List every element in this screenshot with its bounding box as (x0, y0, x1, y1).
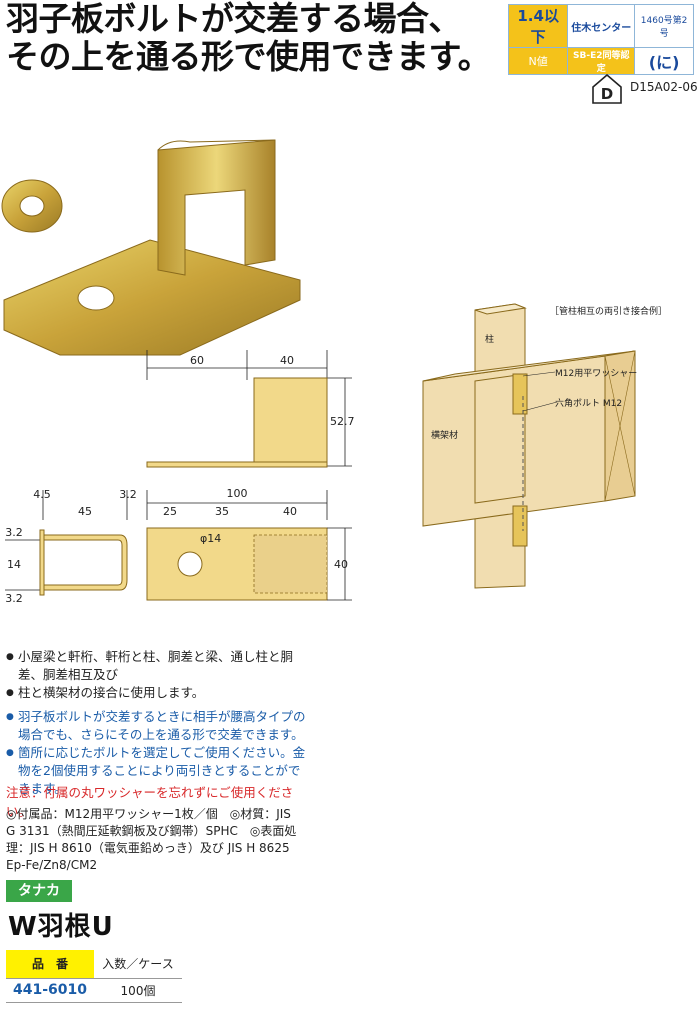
d-mark-letter: D (601, 85, 613, 103)
side-view (39, 529, 128, 596)
brand-badge: タナカ (6, 880, 72, 902)
dim-45: 45 (78, 505, 92, 518)
d-mark-icon: D (592, 74, 622, 104)
dim-52-7: 52.7 (330, 415, 355, 428)
top-view (146, 377, 328, 468)
order-code: 441-6010 (6, 978, 94, 1003)
n-value: 1.4以下 (507, 4, 569, 48)
headline-line-2: その上を通る形で使用できます。 (6, 37, 491, 76)
product-code-mark: D15A02-06 (630, 80, 698, 94)
product-photo (1, 139, 301, 356)
construction-caption: ［管柱相互の両引き接合例］ (550, 305, 667, 317)
beam-label: 横架材 (431, 429, 458, 441)
dim-35: 35 (215, 505, 229, 518)
construction-diagram: ［管柱相互の両引き接合例］ 柱 横架材 M12用平ワッシャー 六角ボルト M12 (422, 303, 667, 589)
cert-org: 住木センター (567, 4, 636, 48)
dim-100: 100 (227, 487, 248, 500)
cert-grade: (に) (634, 47, 694, 75)
dim-3-2-b: 3.2 (5, 526, 23, 539)
dim-4-5: 4.5 (33, 488, 51, 501)
headline-line-1: 羽子板ボルトが交差する場合、 (6, 0, 462, 38)
feature-item: 箇所に応じたボルトを選定してご使用ください。金物を2個使用することにより両引きと… (6, 744, 306, 798)
bracket-image (3, 139, 301, 356)
dim-phi-14: φ14 (200, 532, 221, 545)
dimension-drawing: 60 40 52.7 4.5 45 3.2 3.2 14 3.2 100 25 … (5, 350, 355, 605)
order-header-code: 品 番 (6, 950, 94, 979)
plan-view (146, 527, 328, 601)
usage-list: 小屋梁と軒桁、軒桁と柱、胴差と梁、通し柱と胴差、胴差相互及び 柱と横架材の接合に… (6, 648, 306, 702)
order-table: 品 番 入数／ケース 441-6010 100個 (6, 950, 182, 1003)
bracket-top (512, 373, 528, 415)
feature-item: 羽子板ボルトが交差するときに相手が腰高タイプの場合でも、さらにその上を通る形で交… (6, 708, 306, 744)
dim-25: 25 (163, 505, 177, 518)
spec-table: 1.4以下 住木センター 1460号第2号 N値 SB-E2同等認定 (に) (507, 4, 694, 75)
specifications: ◎付属品：M12用平ワッシャー1枚／個 ◎材質：JIS G 3131（熱間圧延軟… (6, 807, 297, 872)
dim-3-2-c: 3.2 (5, 592, 23, 605)
dim-3-2-a: 3.2 (119, 488, 137, 501)
dim-40-plan: 40 (283, 505, 297, 518)
order-header-qty: 入数／ケース (94, 950, 182, 979)
dim-40-height: 40 (334, 558, 348, 571)
feature-list: 羽子板ボルトが交差するときに相手が腰高タイプの場合でも、さらにその上を通る形で交… (6, 708, 306, 798)
usage-item: 小屋梁と軒桁、軒桁と柱、胴差と梁、通し柱と胴差、胴差相互及び (6, 648, 306, 684)
usage-item: 柱と横架材の接合に使用します。 (6, 684, 306, 702)
cert-type: SB-E2同等認定 (567, 47, 636, 75)
n-label: N値 (507, 47, 569, 75)
washer-image (1, 179, 63, 233)
headline: 羽子板ボルトが交差する場合、 その上を通る形で使用できます。 (6, 0, 506, 76)
bolt-label: 六角ボルト M12 (555, 397, 622, 409)
product-name: W羽根U (8, 912, 114, 942)
post-label: 柱 (485, 333, 494, 345)
washer-label: M12用平ワッシャー (555, 368, 637, 379)
cert-number: 1460号第2号 (634, 4, 694, 48)
table-row: 441-6010 100個 (6, 978, 182, 1003)
order-qty: 100個 (94, 978, 182, 1003)
bracket-bottom (512, 505, 528, 547)
dim-60: 60 (190, 354, 204, 367)
notice: 注意：付属の丸ワッシャーを忘れずにご使用ください。 (6, 785, 294, 819)
dim-40-top: 40 (280, 354, 294, 367)
dim-14: 14 (7, 558, 21, 571)
